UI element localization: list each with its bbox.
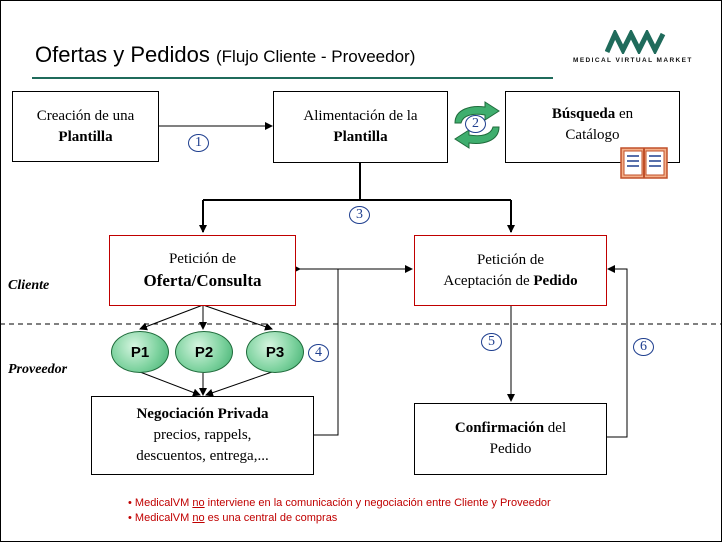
role-client-label: Cliente xyxy=(8,278,50,293)
footnote-2-u: no xyxy=(192,512,205,524)
catalog-book-icon xyxy=(620,147,668,179)
peticion-pedido-line2b: Pedido xyxy=(533,272,578,289)
footnote-2-b: es una central de compras xyxy=(204,512,338,524)
role-provider-label: Proveedor xyxy=(8,362,68,377)
footnote-2: • MedicalVM no es una central de compras xyxy=(128,511,551,526)
box-peticion-oferta: Petición de Oferta/Consulta xyxy=(109,235,296,306)
footnote-1-u: no xyxy=(192,497,205,509)
peticion-oferta-line2: Oferta/Consulta xyxy=(143,270,262,290)
title-main: Ofertas y Pedidos xyxy=(35,42,210,67)
step-5: 5 xyxy=(481,333,502,351)
page-title: Ofertas y Pedidos (Flujo Cliente - Prove… xyxy=(35,42,415,68)
footnote-1-a: • MedicalVM xyxy=(128,497,193,509)
peticion-oferta-line1: Petición de xyxy=(168,250,237,267)
step-3: 3 xyxy=(349,206,370,224)
exchange-arrows-icon xyxy=(454,101,500,149)
peticion-pedido-line1: Petición de xyxy=(476,251,545,268)
box-alimentacion-plantilla: Alimentación de la Plantilla xyxy=(273,91,448,163)
provider-p1: P1 xyxy=(111,331,169,373)
confirmacion-rest: del xyxy=(544,420,567,436)
creacion-line1: Creación de una xyxy=(36,107,135,124)
negociacion-line1: Negociación Privada xyxy=(136,406,269,422)
step-6: 6 xyxy=(633,338,654,356)
busqueda-rest: en xyxy=(615,106,634,122)
box-negociacion-privada: Negociación Privada precios, rappels, desc… xyxy=(91,396,314,475)
title-underline xyxy=(32,77,553,79)
busqueda-line2: Catálogo xyxy=(565,127,620,143)
mvm-logo-mark xyxy=(605,30,666,54)
creacion-line2: Plantilla xyxy=(58,128,113,145)
footnote-1: • MedicalVM no interviene en la comunica… xyxy=(128,496,551,511)
footnotes: • MedicalVM no interviene en la comunica… xyxy=(128,496,551,526)
title-sub: (Flujo Cliente - Proveedor) xyxy=(216,47,416,66)
step-4: 4 xyxy=(308,344,329,362)
confirmacion-bold: Confirmación xyxy=(454,420,545,436)
footnote-1-b: interviene en la comunicación y negociac… xyxy=(204,497,551,509)
logo-text: MEDICAL VIRTUAL MARKET xyxy=(573,57,693,64)
negociacion-line2: precios, rappels, xyxy=(153,427,252,443)
step-2: 2 xyxy=(465,115,486,133)
step-1: 1 xyxy=(188,134,209,152)
box-peticion-pedido: Petición de Aceptación de Pedido xyxy=(414,235,607,306)
confirmacion-line2: Pedido xyxy=(489,441,532,457)
alimentacion-line2: Plantilla xyxy=(333,129,388,145)
negociacion-line3: descuentos, entrega,... xyxy=(136,448,269,464)
footnote-2-a: • MedicalVM xyxy=(128,512,193,524)
arrow-6 xyxy=(607,265,628,438)
alimentacion-line1: Alimentación de la xyxy=(303,108,418,124)
provider-p3: P3 xyxy=(246,331,304,373)
busqueda-bold: Búsqueda xyxy=(551,106,616,122)
provider-p2: P2 xyxy=(175,331,233,373)
peticion-pedido-line2a: Aceptación de xyxy=(443,272,534,289)
